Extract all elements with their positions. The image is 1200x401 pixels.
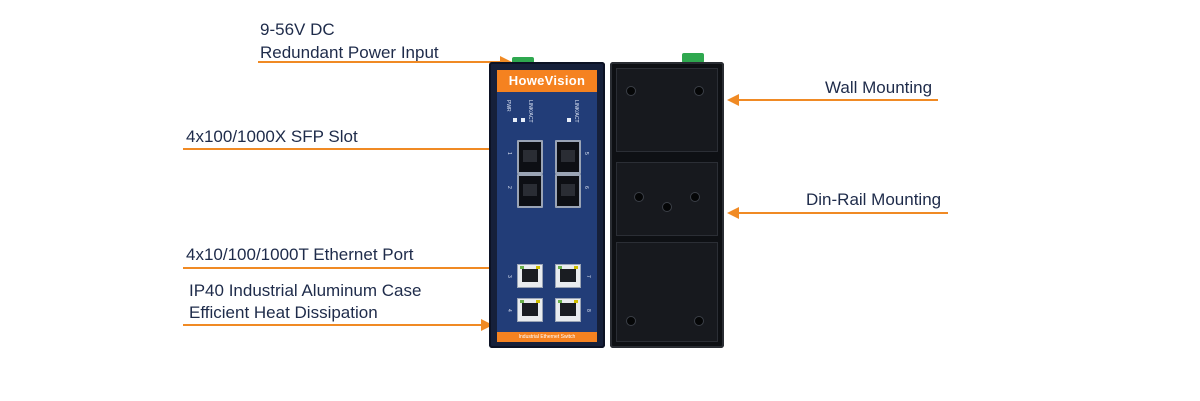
- callout-case-line2: Efficient Heat Dissipation: [189, 303, 378, 322]
- sfp-slot-6[interactable]: [555, 174, 581, 208]
- port-number-8: 8: [585, 309, 591, 312]
- led-link1: [521, 118, 525, 122]
- callout-din-arrowhead: [727, 207, 739, 219]
- led-link2: [567, 118, 571, 122]
- device-bottom-label: Industrial Ethernet Switch: [497, 332, 597, 342]
- callout-power-line1: 9-56V DC: [260, 20, 335, 39]
- callout-power-arrow: [258, 61, 504, 63]
- sfp-slot-1[interactable]: [517, 140, 543, 174]
- callout-wall-arrowhead: [727, 94, 739, 106]
- led-label-link1: LINK/ACT: [527, 100, 533, 123]
- wall-mount-plate-bottom: [616, 242, 718, 342]
- screw-icon: [626, 86, 636, 96]
- callout-case-line1: IP40 Industrial Aluminum Case: [189, 281, 422, 300]
- port-number-2: 2: [506, 186, 512, 189]
- switch-front-view: HoweVision PWR LINK/ACT LINK/ACT 1 2 5 6…: [489, 62, 605, 348]
- sfp-slot-5[interactable]: [555, 140, 581, 174]
- port-number-7: 7: [585, 275, 591, 278]
- screw-icon: [694, 316, 704, 326]
- power-terminal-back: [682, 53, 704, 63]
- callout-sfp: 4x100/1000X SFP Slot: [186, 127, 358, 146]
- ethernet-port-3[interactable]: [517, 264, 543, 288]
- port-number-1: 1: [506, 152, 512, 155]
- port-number-5: 5: [583, 152, 589, 155]
- screw-icon: [662, 202, 672, 212]
- ethernet-port-7[interactable]: [555, 264, 581, 288]
- port-number-3: 3: [506, 275, 512, 278]
- screw-icon: [690, 192, 700, 202]
- callout-din-arrow: [738, 212, 948, 214]
- callout-power-line2: Redundant Power Input: [260, 43, 439, 62]
- front-panel: HoweVision PWR LINK/ACT LINK/ACT 1 2 5 6…: [497, 70, 597, 342]
- callout-wall: Wall Mounting: [825, 78, 933, 97]
- sfp-slot-2[interactable]: [517, 174, 543, 208]
- led-label-pwr: PWR: [505, 100, 511, 112]
- callout-sfp-arrow: [183, 148, 505, 150]
- screw-icon: [626, 316, 636, 326]
- ethernet-port-4[interactable]: [517, 298, 543, 322]
- port-number-6: 6: [583, 186, 589, 189]
- port-number-4: 4: [506, 309, 512, 312]
- callout-case-arrow: [183, 324, 483, 326]
- callout-ethernet: 4x10/100/1000T Ethernet Port: [186, 245, 414, 264]
- callout-wall-arrow: [738, 99, 938, 101]
- screw-icon: [694, 86, 704, 96]
- led-pwr: [513, 118, 517, 122]
- callout-din: Din-Rail Mounting: [806, 190, 942, 209]
- din-rail-plate: [616, 162, 718, 236]
- ethernet-port-8[interactable]: [555, 298, 581, 322]
- screw-icon: [634, 192, 644, 202]
- brand-logo: HoweVision: [497, 70, 597, 92]
- callout-ethernet-arrow: [183, 267, 505, 269]
- switch-back-view: [610, 62, 724, 348]
- led-label-link2: LINK/ACT: [573, 100, 579, 123]
- wall-mount-plate-top: [616, 68, 718, 152]
